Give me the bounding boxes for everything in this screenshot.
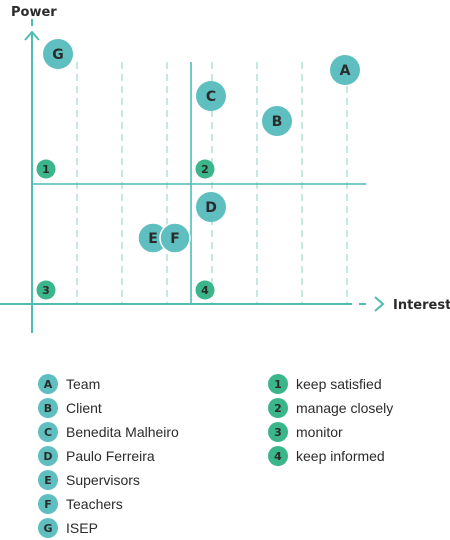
stakeholder-f: F [159, 222, 191, 254]
legend-label: manage closely [296, 400, 394, 416]
stakeholder-letter: B [272, 114, 283, 130]
legend-badge: D [38, 446, 58, 466]
legend-label: Teachers [66, 496, 123, 512]
legend-badge: 4 [268, 446, 288, 466]
legend-item: G ISEP [38, 516, 179, 540]
strategy-marker-number: 4 [201, 284, 209, 297]
legend-label: Paulo Ferreira [66, 448, 155, 464]
legend-item: A Team [38, 372, 179, 396]
strategy-marker-number: 3 [42, 284, 50, 297]
legend-badge: C [38, 422, 58, 442]
strategy-marker-4: 4 [195, 280, 215, 300]
legend-badge: A [38, 374, 58, 394]
legend-item: 2 manage closely [268, 396, 393, 420]
legend-badge: E [38, 470, 58, 490]
legend-badge: F [38, 494, 58, 514]
legend-label: Benedita Malheiro [66, 424, 179, 440]
legend-label: keep informed [296, 448, 385, 464]
stakeholder-letter: C [206, 89, 216, 105]
stakeholder-a: A [330, 55, 360, 85]
x-axis-title: Interest [393, 298, 450, 313]
strategy-legend: 1 keep satisfied 2 manage closely 3 moni… [268, 372, 393, 468]
stakeholder-letter: D [205, 200, 217, 216]
legend-item: D Paulo Ferreira [38, 444, 179, 468]
stakeholder-b: B [262, 106, 292, 136]
legend-item: B Client [38, 396, 179, 420]
legend-badge: G [38, 518, 58, 538]
legend-badge: 3 [268, 422, 288, 442]
stakeholder-letter: E [148, 231, 158, 247]
legend-item: F Teachers [38, 492, 179, 516]
legend-item: C Benedita Malheiro [38, 420, 179, 444]
strategy-marker-3: 3 [36, 280, 56, 300]
stakeholder-g: G [43, 39, 73, 69]
legend-badge: B [38, 398, 58, 418]
stakeholder-d: D [196, 192, 226, 222]
power-interest-grid: Power Interest 1 2 3 4 G A C B D E [0, 5, 450, 333]
legend-item: 3 monitor [268, 420, 393, 444]
legend-badge: 1 [268, 374, 288, 394]
stakeholder-legend: A Team B Client C Benedita Malheiro D Pa… [38, 372, 179, 540]
legend-label: Team [66, 376, 101, 392]
x-axis-arrow-icon [374, 296, 385, 312]
legend-item: 4 keep informed [268, 444, 393, 468]
strategy-marker-number: 1 [42, 163, 50, 176]
legend-label: Client [66, 400, 102, 416]
stakeholder-c: C [196, 81, 226, 111]
strategy-marker-number: 2 [201, 163, 209, 176]
stakeholder-letter: A [340, 63, 351, 79]
legend-label: keep satisfied [296, 376, 382, 392]
strategy-marker-1: 1 [36, 159, 56, 179]
legend-label: ISEP [66, 520, 98, 536]
stakeholder-letter: G [52, 47, 64, 63]
strategy-marker-2: 2 [195, 159, 215, 179]
y-axis-arrow-icon [24, 30, 40, 41]
legend-label: monitor [296, 424, 343, 440]
stakeholder-letter: F [170, 231, 180, 247]
y-axis-title: Power [11, 5, 57, 20]
legend-item: 1 keep satisfied [268, 372, 393, 396]
legend-item: E Supervisors [38, 468, 179, 492]
legend-label: Supervisors [66, 472, 140, 488]
legend-badge: 2 [268, 398, 288, 418]
